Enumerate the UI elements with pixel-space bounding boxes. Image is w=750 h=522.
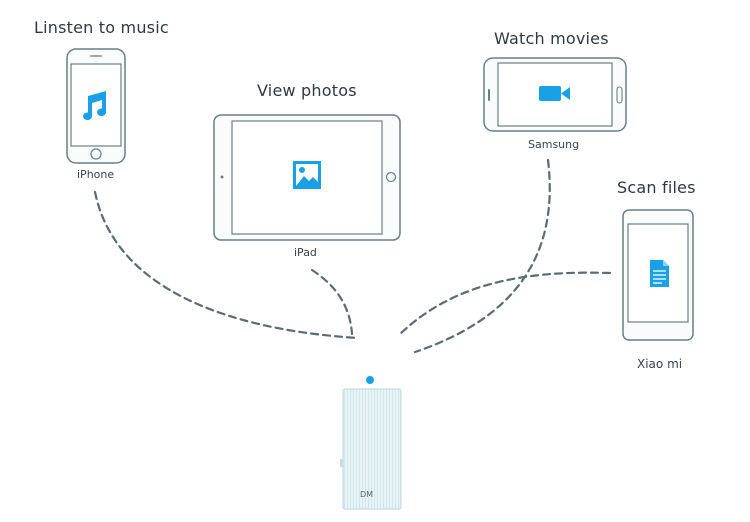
xiaomi-device <box>622 209 694 341</box>
link-samsung <box>413 158 551 354</box>
samsung-device <box>483 57 627 132</box>
dm-label: DM <box>360 490 374 499</box>
link-ipad <box>310 268 354 336</box>
music-note-icon <box>83 91 107 121</box>
caption-scan-files: Scan files <box>617 178 696 197</box>
device-label-samsung: Samsung <box>528 138 580 151</box>
device-label-iphone: iPhone <box>77 168 115 181</box>
video-camera-icon <box>539 86 570 101</box>
iphone-device <box>66 48 126 164</box>
device-label-ipad: iPad <box>294 246 317 259</box>
device-label-xiaomi: Xiao mi <box>637 357 683 371</box>
link-xiaomi <box>396 271 612 338</box>
caption-view-photos: View photos <box>257 81 357 100</box>
photo-icon <box>293 161 321 189</box>
status-light-icon <box>366 376 374 384</box>
caption-watch-movies: Watch movies <box>494 29 609 48</box>
document-icon <box>650 260 669 287</box>
dm-hub-device <box>340 376 402 510</box>
ipad-device <box>213 114 401 241</box>
link-iphone <box>93 190 360 340</box>
caption-listen-music: Linsten to music <box>34 18 169 37</box>
